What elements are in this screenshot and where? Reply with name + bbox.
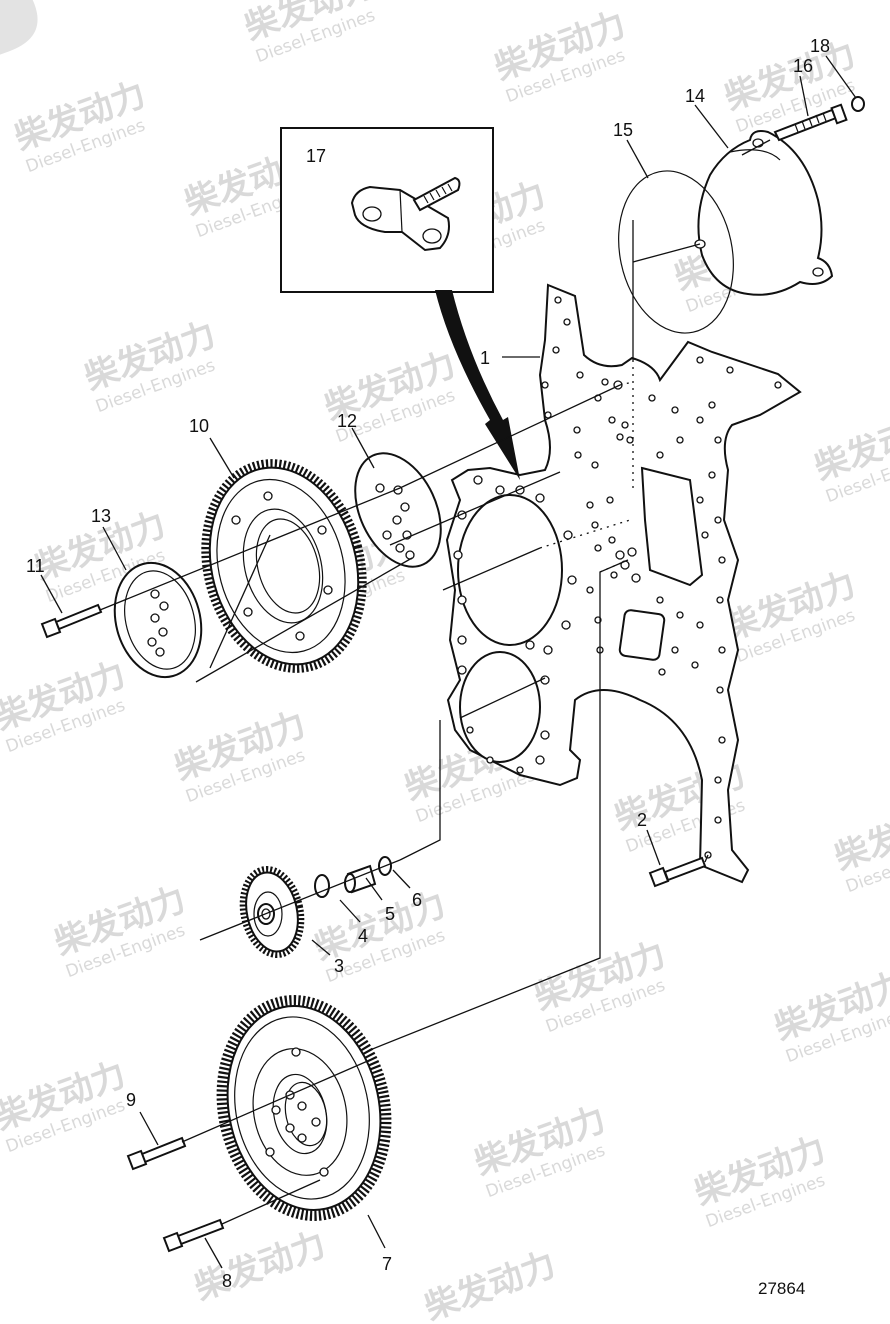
watermark: 柴发动力 Diesel-Engines: [9, 74, 150, 177]
watermark-logo: [0, 0, 38, 58]
bore-lower: [459, 651, 541, 763]
callout-5: 5: [385, 904, 395, 924]
part-14-cover: [694, 130, 834, 296]
detail-arrow: [435, 290, 520, 480]
callout-18: 18: [810, 36, 830, 56]
watermark: 柴发动力 Diesel-Engines: [319, 344, 460, 447]
part-18-washer: [851, 96, 865, 112]
callout-10: 10: [189, 416, 209, 436]
callout-11: 11: [26, 556, 45, 576]
leader-lines: [40, 55, 857, 1269]
part-1-timing-plate: [445, 283, 802, 884]
watermark: 柴发动力 Diesel-Engines: [769, 964, 890, 1067]
watermark: 柴发动力 Diesel-Engines: [689, 1129, 830, 1232]
callout-17: 17: [306, 146, 326, 166]
watermark: 柴发动力 Diesel-Engines: [609, 754, 750, 857]
callout-13: 13: [91, 506, 111, 526]
part-11-bolt: [40, 603, 103, 639]
callout-9: 9: [126, 1090, 136, 1110]
watermark: 柴发动力 Diesel-Engines: [309, 884, 450, 987]
callout-8: 8: [222, 1271, 232, 1291]
callout-6: 6: [412, 890, 422, 910]
callout-15: 15: [613, 120, 633, 140]
part-9-bolt: [126, 1136, 187, 1171]
watermark: 柴发动力 Diesel-Engines: [469, 1099, 610, 1202]
watermark: 柴发动力 Diesel-Engines: [0, 1054, 131, 1157]
watermark: 柴发动力 Diesel-Engines: [49, 879, 190, 982]
part-3-small-gear: [239, 866, 305, 958]
watermark: 柴发动力 Diesel-Engines: [809, 404, 890, 507]
cutout-lower: [618, 609, 666, 661]
watermark: 柴发动力 Diesel-Engines: [0, 654, 131, 757]
callout-16: 16: [793, 56, 813, 76]
watermark: 柴发动力 Diesel-Engines: [79, 314, 220, 417]
watermark: 柴发动力 Diesel-Engines: [719, 34, 860, 137]
callout-labels: 1 2 3 4 5 6 7 8 9 10 11 12 13 14 15 16 1…: [26, 36, 830, 1291]
part-7-crank-gear: [216, 995, 392, 1221]
watermark: 柴发动力 Diesel-Engines: [489, 4, 630, 107]
watermark: 柴发动力 Diesel-Engines: [169, 704, 310, 807]
part-5-bushing: [344, 864, 377, 894]
cutout-upper: [640, 466, 704, 587]
watermark: 柴发动力 Diesel-Engines: [529, 934, 670, 1037]
part-8-bolt: [162, 1218, 225, 1253]
bore-upper: [457, 494, 563, 646]
plate-holes: [453, 296, 782, 859]
watermark: 柴发动力: [419, 1244, 560, 1324]
callout-2: 2: [637, 810, 647, 830]
callout-14: 14: [685, 86, 705, 106]
watermark: 柴发动力 Diesel-Engines: [719, 564, 860, 667]
part-4-circlip: [314, 874, 330, 898]
callout-12: 12: [337, 411, 357, 431]
watermark: 柴发动力: [189, 1224, 330, 1308]
watermark-cn: 柴发动力: [419, 1244, 560, 1324]
part-16-bolt: [773, 103, 848, 142]
callout-1: 1: [480, 348, 490, 368]
detail-box-17: [280, 127, 494, 293]
watermark-cn: 柴发动力: [189, 1224, 330, 1308]
callout-7: 7: [382, 1254, 392, 1274]
part-2-bolt: [648, 856, 707, 888]
assembly-lines: [99, 139, 771, 1225]
watermark: 柴发动力 Diesel-Engines: [239, 0, 380, 67]
part-10-gear: [201, 459, 367, 673]
part-15-o-ring: [618, 170, 734, 334]
drawing-reference-number: 27864: [758, 1279, 805, 1298]
part-13-washer: [113, 561, 203, 679]
callout-3: 3: [334, 956, 344, 976]
callout-4: 4: [358, 926, 368, 946]
watermark: 柴发动力 Diesel-Engines: [829, 794, 890, 897]
